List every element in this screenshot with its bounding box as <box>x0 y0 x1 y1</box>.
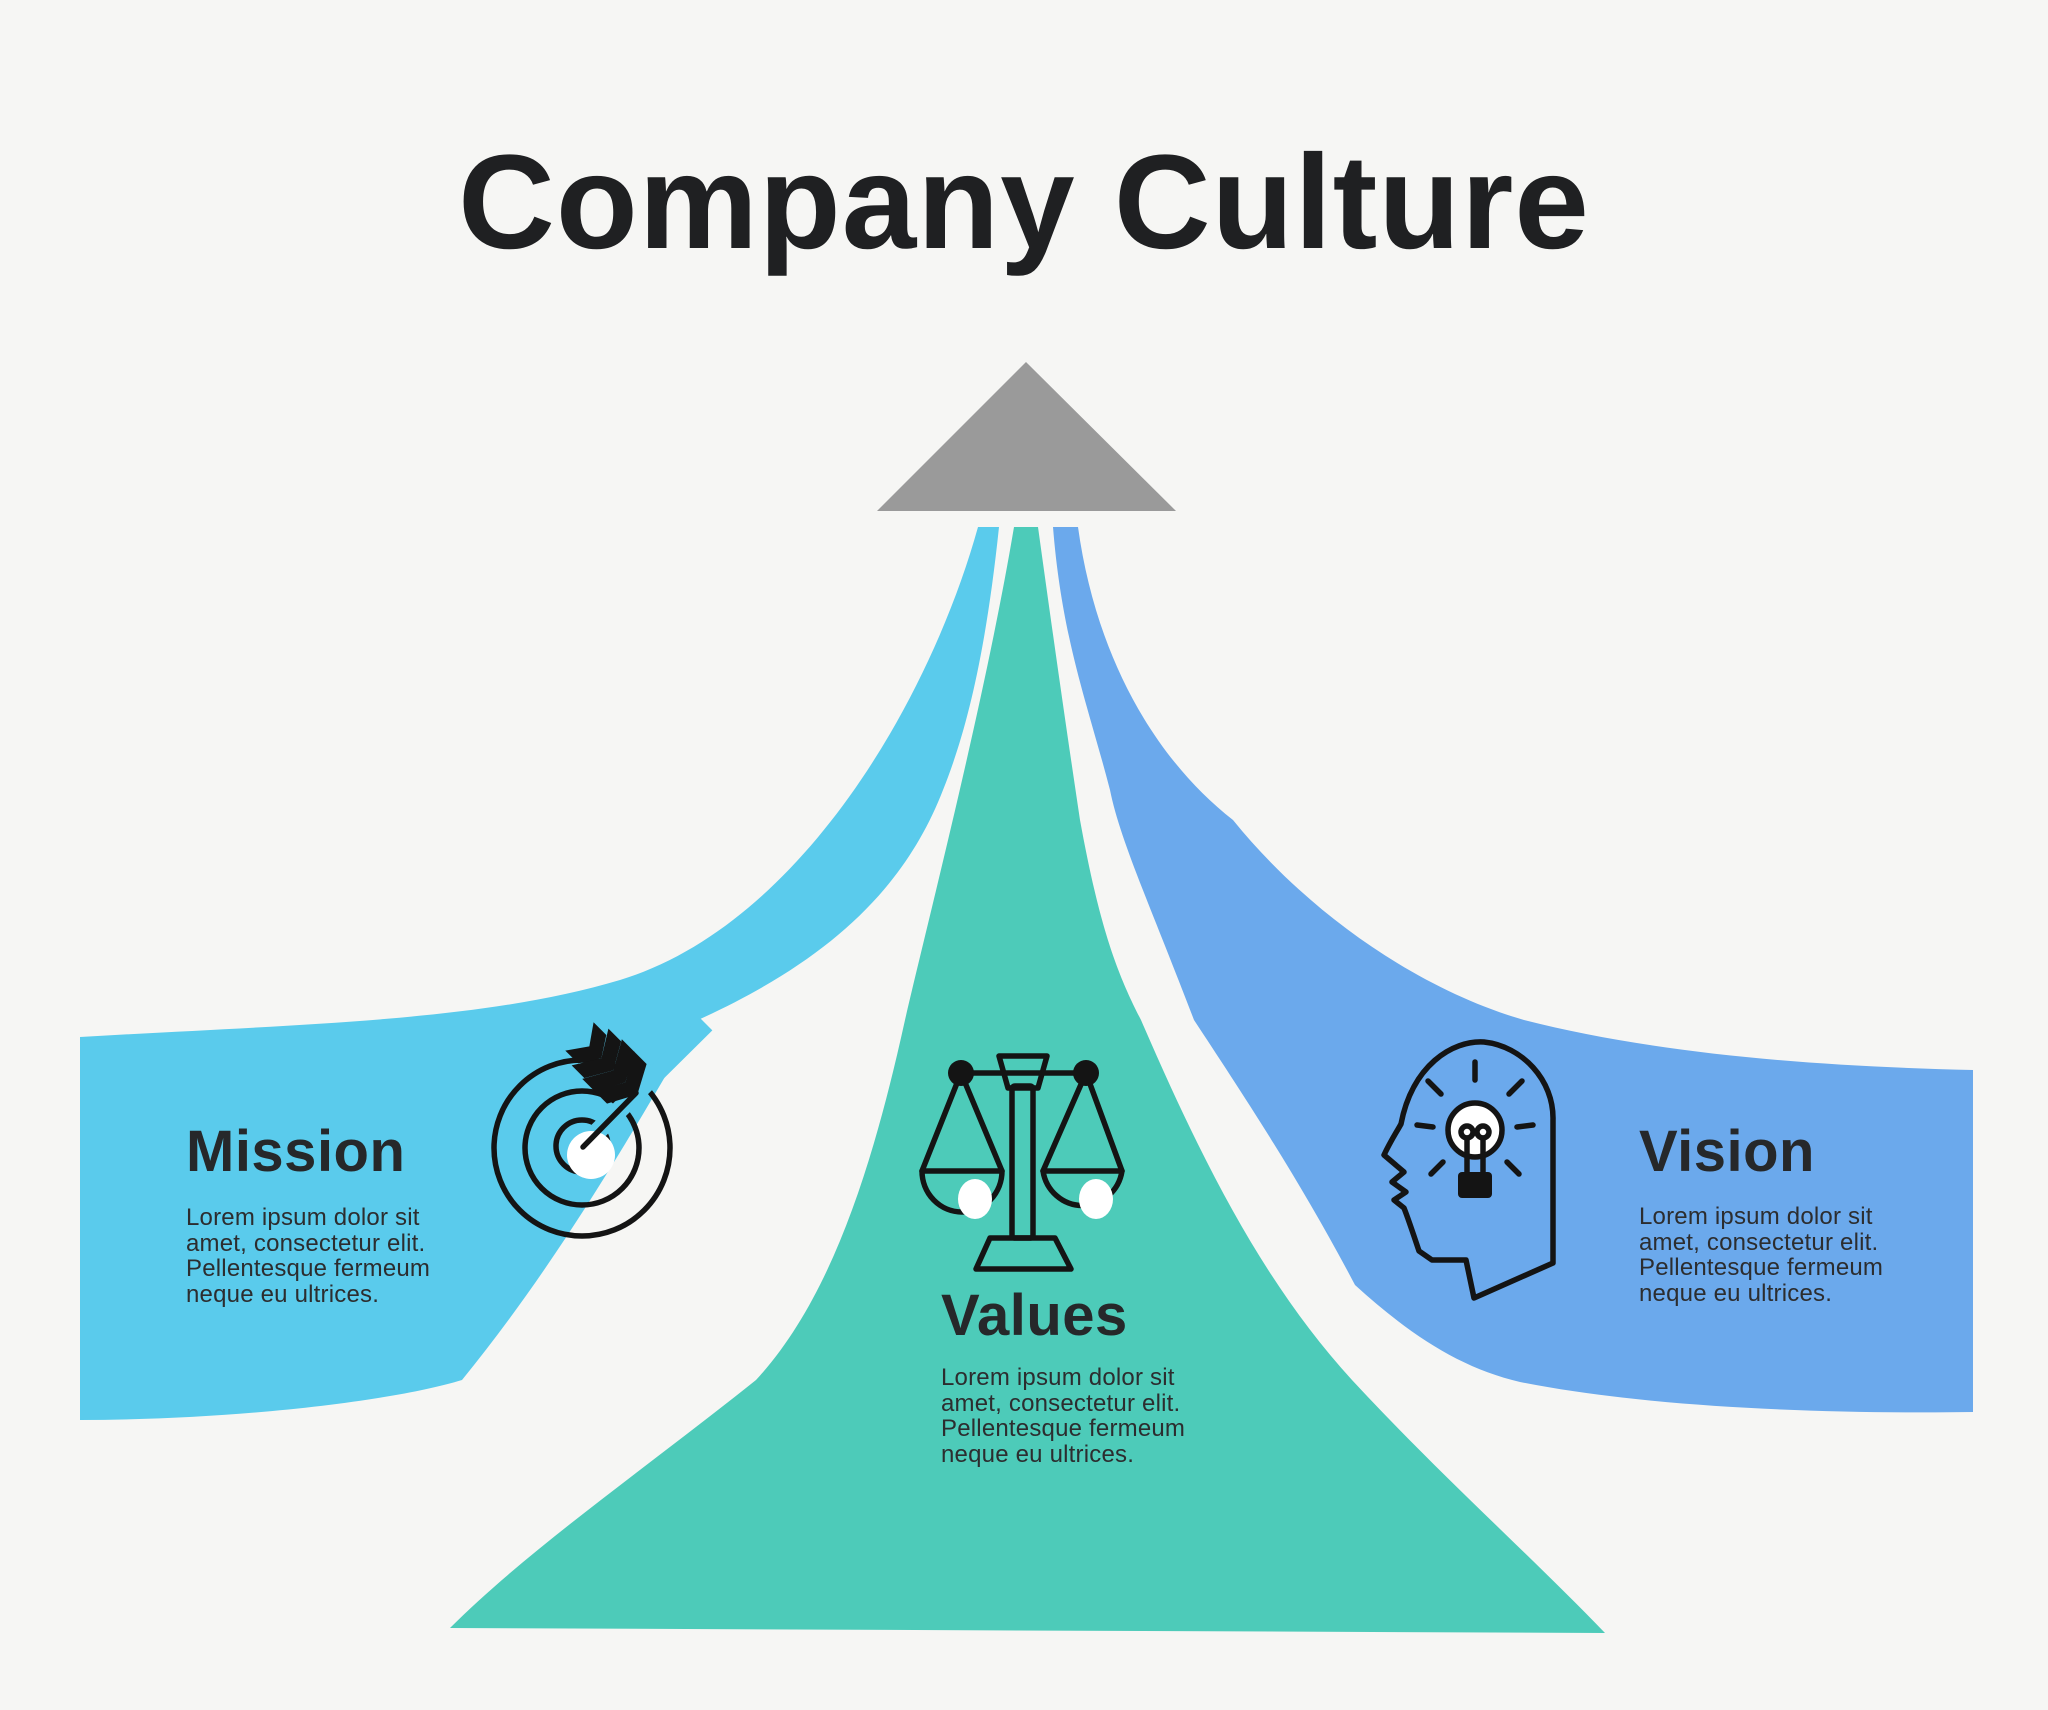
scales-string <box>958 1070 1005 1174</box>
page-title: Company Culture <box>458 128 1590 277</box>
upward-arrow-triangle <box>877 362 1176 511</box>
bulb-glass <box>1445 1100 1505 1160</box>
mission-section-body: Lorem ipsum dolor sit amet, consectetur … <box>186 1204 431 1308</box>
mission-ribbon <box>80 527 999 1420</box>
scales-top-cup <box>996 1053 1050 1091</box>
target-arrow-icon <box>491 1017 713 1239</box>
vision-section-title: Vision <box>1639 1119 1815 1184</box>
filament-loop <box>1474 1123 1492 1141</box>
right-pan-highlight <box>1079 1179 1113 1219</box>
bulb-base <box>1458 1172 1492 1198</box>
scales-base <box>973 1235 1074 1272</box>
head-outline <box>1381 1039 1556 1301</box>
filament-loop <box>1458 1123 1476 1141</box>
bulb-rays <box>1414 1059 1536 1177</box>
mission-section-title: Mission <box>186 1119 406 1184</box>
arrow-shaft <box>580 1090 639 1150</box>
head-lightbulb-icon <box>1381 1039 1556 1301</box>
vision-ribbon <box>1053 527 1973 1413</box>
balance-scales-icon <box>919 1053 1125 1272</box>
beam-right-weight <box>1073 1060 1099 1086</box>
values-ribbon <box>450 527 1605 1633</box>
vision-section-body: Lorem ipsum dolor sit amet, consectetur … <box>1639 1203 1884 1307</box>
target-center-highlight <box>567 1131 615 1179</box>
target-middle-ring <box>522 1088 642 1208</box>
scales-left-pan <box>919 1168 1005 1215</box>
left-pan-highlight <box>958 1179 992 1219</box>
values-section-title: Values <box>941 1283 1128 1348</box>
scales-string <box>1083 1070 1125 1174</box>
scales-string <box>919 1070 964 1174</box>
beam-left-weight <box>948 1060 974 1086</box>
arrow-fletching <box>565 1022 647 1104</box>
scales-string <box>1040 1070 1089 1174</box>
values-section-body: Lorem ipsum dolor sit amet, consectetur … <box>941 1364 1186 1468</box>
